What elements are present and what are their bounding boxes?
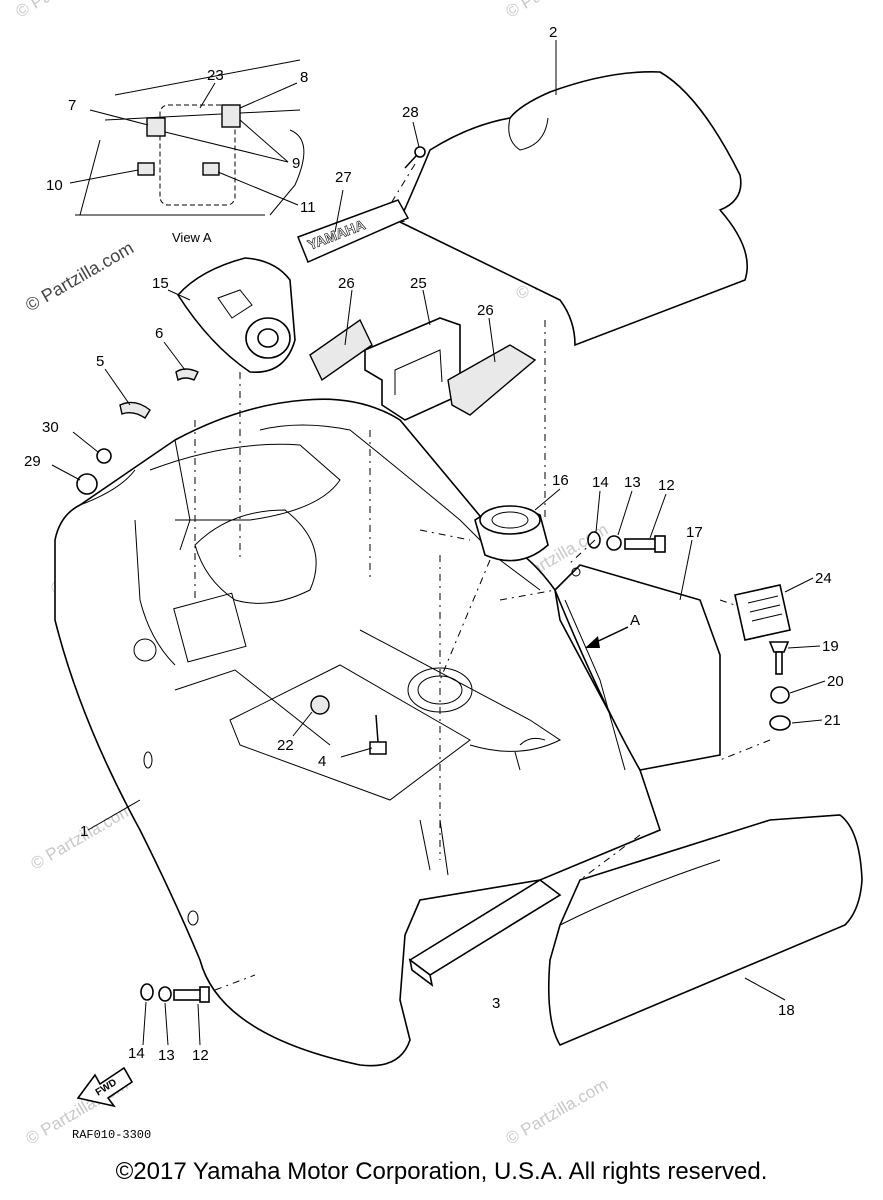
watermark-faint: © Partzilla.com [503,1075,612,1149]
callout-18: 18 [778,1002,795,1019]
part-18-guard [548,814,863,1047]
callout-10: 10 [46,177,63,194]
small-parts-5-6-29-30 [76,368,199,495]
part-25-26-pads [309,317,537,421]
callout-22: 22 [277,737,294,754]
drawing-code: RAF010-3300 [72,1128,151,1142]
callout-6: 6 [155,325,163,342]
part-2-seat [398,71,748,347]
fasteners-19-20-21 [768,641,791,731]
part-16-grommet [474,505,549,562]
decal-lines [747,595,783,622]
callout-14: 14 [592,474,609,491]
part-4-fitting [369,714,387,755]
clip-11 [202,162,220,176]
callout-11: 11 [300,199,316,216]
clip-8 [221,104,241,128]
callout-5: 5 [96,353,104,370]
part-28-screw [389,146,426,206]
callout-26: 26 [338,275,355,292]
callout-24: 24 [815,570,832,587]
watermark-faint: © Partzilla.com [503,0,612,21]
callout-28: 28 [402,104,419,121]
view-a-inset: View A [75,59,305,245]
part-24-decal [734,584,791,641]
callout-7: 7 [68,97,76,114]
watermark-faint: © Partzilla.com [13,0,122,21]
callout-29: 29 [24,453,41,470]
part-17-panel [554,564,721,771]
watermark-main: © Partzilla.com [22,237,137,315]
callout-17: 17 [686,524,703,541]
callout-8: 8 [300,69,308,86]
assembly-lines [194,320,771,991]
clip-10 [137,162,155,176]
callout-26: 26 [477,302,494,319]
callout-19: 19 [822,638,839,655]
callout-25: 25 [410,275,427,292]
callout-14: 14 [128,1045,145,1062]
part-22-grommet [310,695,330,715]
callout-3: 3 [492,995,500,1012]
callout-13: 13 [624,474,641,491]
callout-21: 21 [824,712,841,729]
part-3-bracket [408,879,562,987]
view-a-label: View A [172,230,212,245]
part-15-cover [177,257,296,373]
callout-27: 27 [335,169,352,186]
leader-lines [51,40,826,1046]
callout-20: 20 [827,673,844,690]
parts-diagram: © Partzilla.com © Partzilla.com © Partzi… [13,0,863,1149]
fasteners-12-13-14-upper [587,531,666,553]
callout-4: 4 [318,753,326,770]
fwd-arrow: FWD [76,1066,134,1108]
callout-16: 16 [552,472,569,489]
callout-labels: 2 28 27 23 8 7 9 10 11 15 26 25 26 6 5 3… [24,24,844,1064]
callout-2: 2 [549,24,557,41]
callout-1: 1 [80,823,88,840]
callout-9: 9 [292,155,300,172]
view-a-arrow: A [585,612,640,648]
part-1-front-body [54,398,661,1067]
clip-7 [146,117,166,137]
fasteners-12-13-14-lower [140,983,210,1003]
callout-12: 12 [192,1047,209,1064]
callout-15: 15 [152,275,169,292]
callout-23: 23 [207,67,224,84]
callout-13: 13 [158,1047,175,1064]
view-a-arrow-label: A [630,612,640,629]
callout-30: 30 [42,419,59,436]
copyright-footer: ©2017 Yamaha Motor Corporation, U.S.A. A… [115,1158,768,1185]
callout-12: 12 [658,477,675,494]
